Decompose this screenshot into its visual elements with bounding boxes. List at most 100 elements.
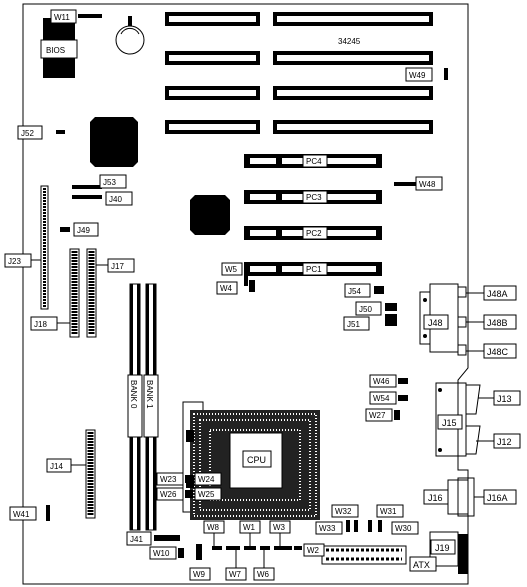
j40-header	[72, 195, 102, 199]
j40-label: J40	[109, 195, 122, 204]
j52-tag	[17, 125, 43, 140]
pc3-label: PC3	[306, 193, 322, 202]
jumper-w48-tag	[415, 176, 443, 191]
j19-label: J19	[435, 543, 450, 553]
bios-chip: BIOS	[40, 18, 78, 78]
jumper-w25-label: W25	[198, 490, 215, 499]
pci-slot-2: PC2	[244, 226, 382, 240]
j14-header	[85, 429, 96, 519]
jumper-w27	[394, 410, 400, 420]
board-outline	[22, 3, 469, 585]
j17-label: J17	[111, 262, 124, 271]
dimm-bank-0	[127, 283, 143, 531]
j16-connector	[447, 477, 475, 517]
jumper-w54-tag	[369, 391, 397, 405]
j54-connector	[374, 286, 384, 294]
jumper-w31-label: W31	[380, 507, 397, 516]
j48a-label: J48A	[487, 289, 508, 299]
j54-tag	[344, 283, 371, 298]
isa-slots	[165, 12, 433, 134]
jumper-w46-label: W46	[373, 377, 390, 386]
j15-tag	[437, 414, 463, 430]
jumper-w9-label: W9	[193, 570, 206, 579]
battery	[115, 16, 145, 55]
j49-connector	[60, 227, 70, 232]
j19-tag	[430, 539, 456, 555]
jumper-w7-label: W7	[229, 570, 242, 579]
jumper-w24-tag	[194, 472, 222, 486]
jumper-w26-label: W26	[160, 490, 177, 499]
jumper-w2-label: W2	[307, 546, 320, 555]
jumper-w1-label: W1	[243, 523, 256, 532]
jumper-w33-label: W33	[319, 524, 336, 533]
pc4-label: PC4	[306, 157, 322, 166]
j23-label: J23	[8, 257, 21, 266]
j48c-label: J48C	[487, 347, 509, 357]
j48-label: J48	[428, 318, 443, 328]
j13-label: J13	[497, 394, 512, 404]
chipset	[90, 117, 138, 167]
jumper-w1-w8-block	[212, 533, 302, 568]
jumper-w2-tag	[303, 543, 325, 557]
jumper-w24-label: W24	[198, 475, 215, 484]
j48b-label: J48B	[487, 318, 508, 328]
jumper-w48	[394, 182, 416, 186]
j51-tag	[343, 316, 370, 331]
j49-tag	[73, 222, 99, 237]
pci-slot-1: PC1	[244, 262, 382, 276]
jumper-w41-tag	[9, 506, 37, 521]
j16-tag	[423, 489, 449, 505]
jumper-w41-label: W41	[13, 510, 30, 519]
cpu-label: CPU	[247, 455, 266, 465]
pci-slot-4: PC4	[244, 154, 382, 168]
jumper-w11-tag	[50, 9, 77, 24]
jumper-w6-label: W6	[257, 570, 270, 579]
jumper-w30-w33-block	[346, 520, 382, 532]
j41-connector	[154, 535, 180, 541]
dimm-bank-1	[143, 283, 159, 531]
board-number: 34245	[338, 37, 361, 46]
jumper-w8-label: W8	[207, 523, 220, 532]
jumper-w32-tag	[331, 504, 359, 518]
j53-header	[72, 185, 102, 189]
jumper-w33-tag	[315, 521, 343, 535]
jumper-w9	[196, 544, 202, 560]
j48-tag	[423, 314, 449, 330]
pc1-label: PC1	[306, 265, 322, 274]
jumper-w48-label: W48	[419, 180, 436, 189]
pci-slot-3: PC3	[244, 190, 382, 204]
jumper-w46-tag	[369, 374, 397, 388]
j53-label: J53	[103, 178, 116, 187]
j50-connector	[385, 303, 397, 311]
j50-label: J50	[359, 305, 372, 314]
j51-label: J51	[347, 320, 360, 329]
j52-connector	[56, 130, 65, 134]
jumper-w11	[78, 14, 102, 18]
jumper-w27-tag	[365, 408, 393, 422]
j53-tag	[99, 174, 127, 189]
jumper-w10-tag	[149, 546, 177, 560]
jumper-w41	[46, 505, 50, 521]
jumper-w30-tag	[391, 521, 419, 535]
jumper-w9-tag	[189, 567, 211, 581]
jumper-w5	[244, 276, 248, 286]
jumper-w23-w26-block	[185, 475, 193, 498]
jumper-w5-tag	[221, 262, 243, 276]
jumper-w49	[444, 68, 448, 80]
io-chip	[190, 195, 230, 235]
jumper-w11-label: W11	[54, 13, 70, 22]
atx-power-connector	[321, 545, 407, 565]
jumper-w46	[398, 378, 408, 384]
jumper-w31-tag	[376, 504, 404, 518]
jumper-w25-tag	[194, 487, 222, 501]
j51-connector	[385, 314, 397, 326]
jumper-w26-tag	[156, 487, 184, 501]
j16a-label: J16A	[487, 493, 508, 503]
bank0-vertical-label: BANK 0	[129, 380, 138, 409]
pc2-label: PC2	[306, 229, 322, 238]
j49-label: J49	[77, 226, 90, 235]
jumper-w49-tag	[405, 67, 433, 82]
cpu-socket: CPU	[182, 401, 320, 520]
j41-tag	[126, 531, 152, 546]
